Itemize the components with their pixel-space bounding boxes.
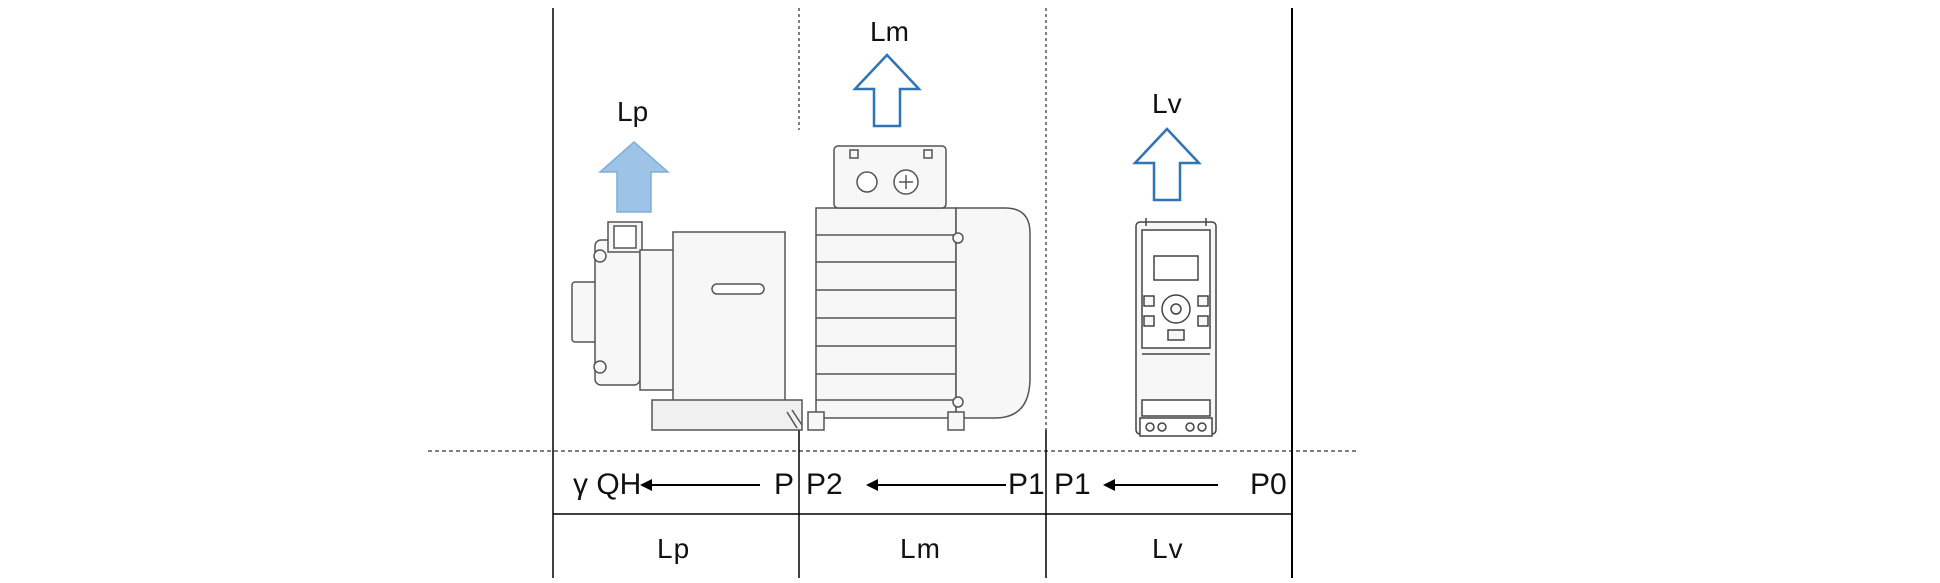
pump-output-label: γ QH xyxy=(573,468,642,501)
motor-loss-label: Lm xyxy=(870,16,909,47)
pump-input-label: P xyxy=(774,468,795,501)
pump-loss-label: Lp xyxy=(617,96,649,127)
table-cell-inverter: Lv xyxy=(1152,533,1184,564)
pump-loss-arrow xyxy=(598,140,670,213)
frame-lines xyxy=(428,8,1358,578)
inverter-loss-arrow xyxy=(1132,127,1202,202)
motor-loss-arrow xyxy=(852,53,922,128)
inverter-output-label: P1 xyxy=(1054,468,1091,501)
table-cell-motor: Lm xyxy=(900,533,941,564)
inverter-input-label: P0 xyxy=(1250,468,1287,501)
motor-input-label: P1 xyxy=(1008,468,1045,501)
pump-motor-illustration xyxy=(571,145,1031,431)
motor-output-label: P2 xyxy=(806,468,843,501)
inverter-illustration xyxy=(1135,218,1217,437)
table-cell-pump: Lp xyxy=(657,533,691,564)
inverter-loss-label: Lv xyxy=(1152,88,1182,119)
